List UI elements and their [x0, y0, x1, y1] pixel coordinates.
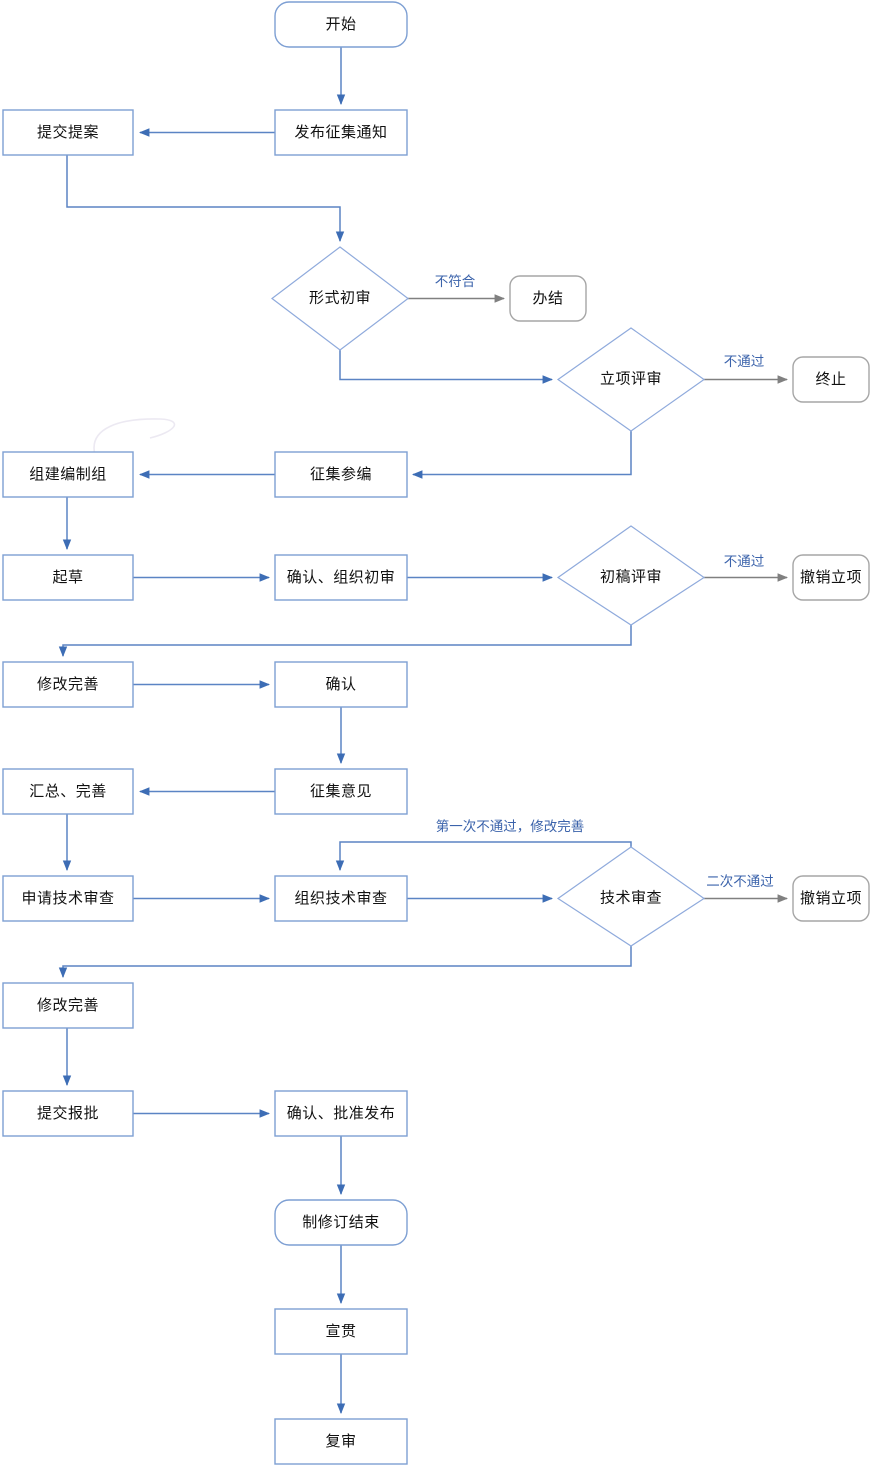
node-start-label: 开始 [325, 16, 356, 33]
node-promotion-label: 宣贯 [325, 1323, 356, 1340]
scan-artifact-curve [93, 418, 176, 456]
node-revision-finished-label: 制修订结束 [302, 1214, 380, 1231]
node-project-review[interactable]: 立项评审 [556, 327, 706, 432]
node-recruit-participants-label: 征集参编 [310, 466, 372, 483]
node-promotion[interactable]: 宣贯 [274, 1308, 408, 1355]
node-draft-review-label: 初稿评审 [600, 568, 662, 585]
node-draft-review[interactable]: 初稿评审 [556, 525, 706, 626]
edge-formcheck-to-projreview [339, 350, 554, 384]
node-confirm-label: 确认 [325, 676, 356, 693]
node-revision-finished[interactable]: 制修订结束 [274, 1199, 408, 1246]
node-recruit-participants[interactable]: 征集参编 [274, 451, 408, 498]
node-confirm-approve-publish[interactable]: 确认、批准发布 [274, 1090, 408, 1137]
node-cancel-project-1[interactable]: 撤销立项 [792, 554, 870, 601]
node-form-check-label: 形式初审 [309, 289, 371, 306]
node-revise-improve-2-label: 修改完善 [37, 997, 99, 1014]
edge-projreview-to-recruit [411, 431, 632, 479]
node-tech-review-label: 技术审查 [600, 889, 662, 906]
node-tech-review[interactable]: 技术审查 [556, 846, 706, 947]
node-closed-label: 办结 [532, 290, 563, 307]
node-terminate[interactable]: 终止 [792, 356, 870, 403]
edge-label-not-passed-project: 不通过 [724, 354, 765, 369]
node-start[interactable]: 开始 [274, 1, 408, 48]
edge-submit-to-formcheck [66, 155, 345, 243]
edge-layer [58, 47, 789, 1415]
node-summarize-improve[interactable]: 汇总、完善 [2, 768, 134, 815]
node-confirm[interactable]: 确认 [274, 661, 408, 708]
node-confirm-organize-review-label: 确认、组织初审 [287, 569, 396, 586]
node-collect-opinions-label: 征集意见 [310, 782, 372, 800]
node-form-check[interactable]: 形式初审 [271, 246, 409, 351]
edge-draftreview-to-revise1 [58, 625, 632, 658]
node-submit-proposal[interactable]: 提交提案 [2, 109, 134, 156]
node-submit-for-approval-label: 提交报批 [37, 1104, 99, 1122]
node-form-team-label: 组建编制组 [29, 466, 107, 483]
node-revise-improve-1-label: 修改完善 [37, 676, 99, 693]
node-draft-label: 起草 [52, 569, 83, 586]
edge-label-not-conform: 不符合 [435, 274, 476, 289]
node-submit-for-approval[interactable]: 提交报批 [2, 1090, 134, 1137]
edge-label-not-passed-draft: 不通过 [724, 554, 765, 569]
edge-techreview-to-revise2 [58, 946, 632, 979]
node-re-examination[interactable]: 复审 [274, 1418, 408, 1465]
node-summarize-improve-label: 汇总、完善 [29, 783, 107, 800]
node-terminate-label: 终止 [815, 371, 846, 388]
node-confirm-organize-review[interactable]: 确认、组织初审 [274, 554, 408, 601]
node-submit-proposal-label: 提交提案 [37, 123, 99, 141]
node-draft[interactable]: 起草 [2, 554, 134, 601]
node-apply-tech-review-label: 申请技术审查 [21, 890, 114, 907]
node-cancel-project-2-label: 撤销立项 [800, 890, 862, 907]
node-revise-improve-2[interactable]: 修改完善 [2, 982, 134, 1029]
node-organize-tech-review[interactable]: 组织技术审查 [274, 875, 408, 922]
node-collect-opinions[interactable]: 征集意见 [274, 768, 408, 815]
node-publish-notice[interactable]: 发布征集通知 [274, 109, 408, 156]
node-publish-notice-label: 发布征集通知 [294, 124, 387, 141]
node-closed[interactable]: 办结 [509, 275, 587, 322]
edge-label-layer: 不符合 不通过 不通过 第一次不通过，修改完善 二次不通过 [435, 274, 774, 889]
node-apply-tech-review[interactable]: 申请技术审查 [2, 875, 134, 922]
node-confirm-approve-publish-label: 确认、批准发布 [287, 1105, 396, 1122]
edge-label-second-fail: 二次不通过 [706, 874, 774, 889]
node-cancel-project-2[interactable]: 撤销立项 [792, 875, 870, 922]
node-project-review-label: 立项评审 [600, 370, 662, 387]
node-re-examination-label: 复审 [325, 1432, 356, 1450]
edge-techreview-to-orgtech-loop [335, 841, 632, 872]
node-cancel-project-1-label: 撤销立项 [800, 569, 862, 586]
node-form-team[interactable]: 组建编制组 [2, 451, 134, 498]
edge-label-first-fail-revise: 第一次不通过，修改完善 [436, 818, 585, 834]
node-revise-improve-1[interactable]: 修改完善 [2, 661, 134, 708]
node-organize-tech-review-label: 组织技术审查 [294, 890, 387, 907]
